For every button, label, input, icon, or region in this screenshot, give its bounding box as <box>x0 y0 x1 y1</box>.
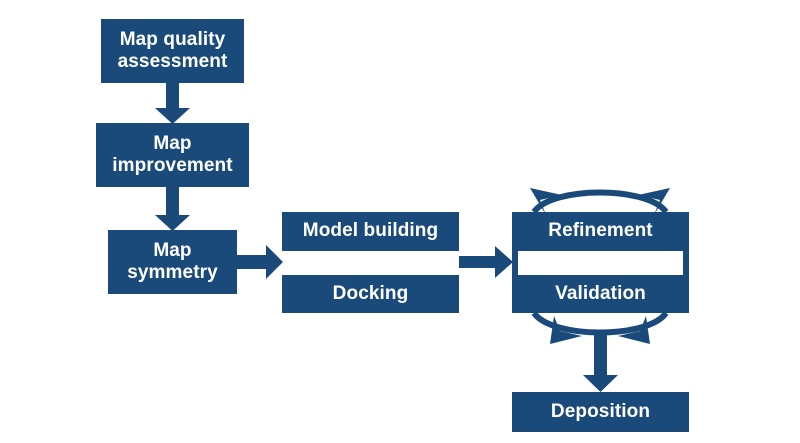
edge-cycle-bottom-icon <box>531 310 669 344</box>
node-map-quality-assessment-label: Map quality assessment <box>117 28 228 72</box>
node-validation-label: Validation <box>555 282 646 304</box>
cycle-seam-nub-left <box>512 249 518 275</box>
edge-symmetry-to-building-icon <box>236 245 283 279</box>
node-map-symmetry[interactable]: Map symmetry <box>108 230 237 294</box>
node-map-symmetry-label: Map symmetry <box>127 239 218 283</box>
edge-improvement-to-symmetry-icon <box>155 187 190 231</box>
node-deposition-label: Deposition <box>550 400 651 422</box>
node-map-improvement[interactable]: Map improvement <box>96 123 249 187</box>
edge-cycle-to-deposition-icon <box>583 330 618 392</box>
node-validation[interactable]: Validation <box>512 275 689 313</box>
node-model-building-label: Model building <box>302 220 439 242</box>
node-refinement[interactable]: Refinement <box>512 212 689 251</box>
node-model-building[interactable]: Model building <box>282 212 459 251</box>
cycle-seam-nub-right <box>683 249 689 275</box>
node-refinement-label: Refinement <box>548 220 653 242</box>
node-map-improvement-label: Map improvement <box>112 132 233 176</box>
node-docking[interactable]: Docking <box>282 275 459 313</box>
edge-quality-to-improvement-icon <box>155 83 190 124</box>
node-deposition[interactable]: Deposition <box>512 392 689 432</box>
node-map-quality-assessment[interactable]: Map quality assessment <box>101 19 244 83</box>
edge-building-to-refinement-icon <box>459 246 513 278</box>
node-docking-label: Docking <box>332 282 409 304</box>
edge-cycle-top-icon <box>530 188 670 215</box>
